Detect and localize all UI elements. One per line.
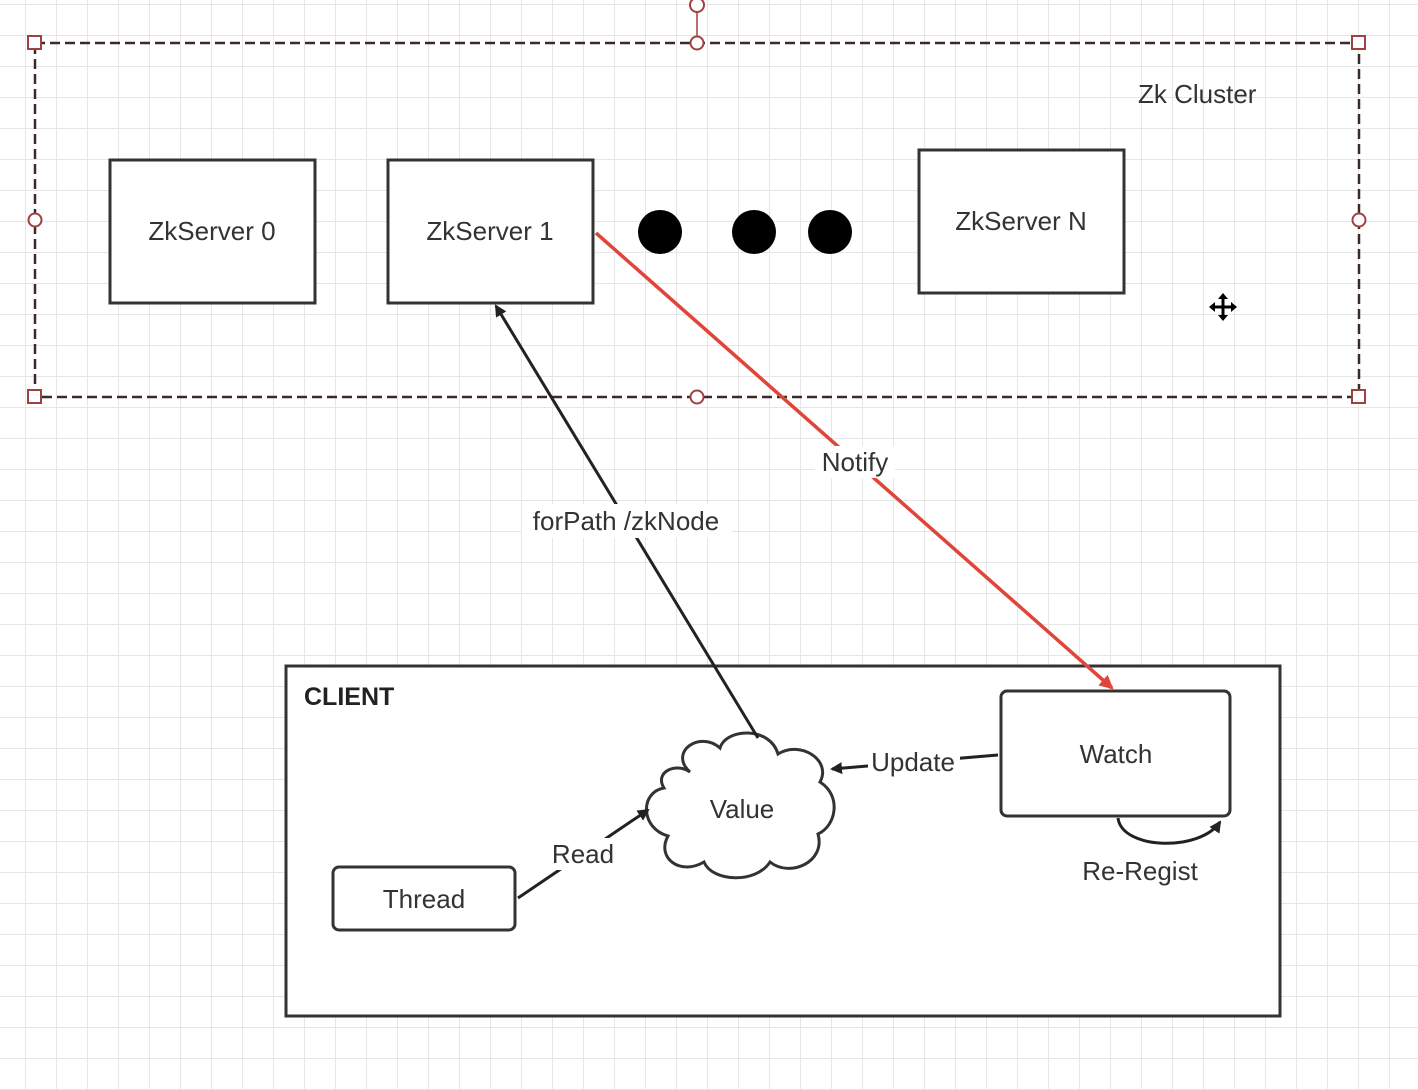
client-container[interactable]: CLIENT Thread Value Watch (284, 664, 1282, 1018)
selection-handles[interactable] (27, 0, 1367, 405)
resize-handle-top-left[interactable] (27, 35, 42, 50)
zkserver-0[interactable]: ZkServer 0 (108, 158, 317, 305)
zkserver-1-label: ZkServer 1 (426, 216, 553, 246)
zkserver-1[interactable]: ZkServer 1 (386, 158, 595, 305)
rotate-handle[interactable] (689, 0, 705, 13)
watch-label: Watch (1080, 739, 1153, 769)
edge-reregister[interactable]: Re-Regist (1082, 817, 1222, 886)
zk-cluster-title: Zk Cluster (1138, 79, 1257, 109)
edge-forpath[interactable]: forPath /zkNode (494, 304, 760, 739)
edge-update-label: Update (871, 747, 955, 777)
zkserver-0-label: ZkServer 0 (148, 216, 275, 246)
edge-notify-label: Notify (822, 447, 888, 477)
value-label: Value (710, 794, 775, 824)
ellipsis-dots (638, 210, 852, 254)
edge-read[interactable]: Read (517, 808, 650, 900)
edge-read-label: Read (552, 839, 614, 869)
resize-handle-top-right[interactable] (1351, 35, 1366, 50)
resize-handle-left[interactable] (27, 212, 43, 228)
zk-cluster-group[interactable]: Zk Cluster ZkServer 0 ZkServer 1 (27, 0, 1367, 405)
edge-reregister-label: Re-Regist (1082, 856, 1198, 886)
client-title: CLIENT (304, 683, 394, 711)
ellipsis-dot (808, 210, 852, 254)
ellipsis-dot (732, 210, 776, 254)
resize-handle-right[interactable] (1351, 212, 1367, 228)
resize-handle-bottom-left[interactable] (27, 389, 42, 404)
zkserver-n-label: ZkServer N (955, 206, 1086, 236)
watch-node[interactable]: Watch (999, 689, 1232, 818)
ellipsis-dot (638, 210, 682, 254)
edge-notify[interactable]: Notify (594, 231, 1114, 690)
resize-handle-bottom[interactable] (689, 389, 705, 405)
thread-label: Thread (383, 884, 465, 914)
move-cursor-icon (1209, 293, 1237, 321)
edge-update[interactable]: Update (830, 746, 999, 778)
edge-forpath-label: forPath /zkNode (533, 506, 719, 536)
resize-handle-bottom-right[interactable] (1351, 389, 1366, 404)
thread-node[interactable]: Thread (331, 865, 517, 932)
resize-handle-top[interactable] (689, 35, 705, 51)
zkserver-n[interactable]: ZkServer N (917, 148, 1126, 295)
